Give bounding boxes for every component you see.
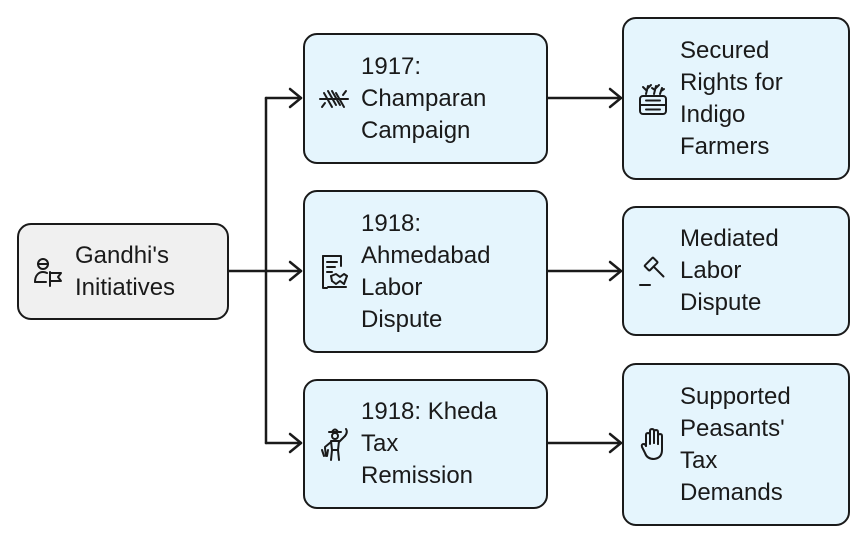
contract-handshake-icon: [319, 254, 349, 290]
arrowhead-event-1: [288, 87, 303, 109]
outcome-node-mediated-dispute[interactable]: Mediated Labor Dispute: [622, 206, 850, 336]
person-flag-icon: [33, 254, 63, 290]
farmer-icon: [319, 426, 349, 462]
event-node-label: 1917: Champaran Campaign: [361, 52, 487, 144]
arrowhead-outcome-1: [608, 87, 623, 109]
raised-hand-icon: [638, 427, 668, 463]
arrowhead-event-2: [288, 260, 303, 282]
event-node-kheda[interactable]: 1918: Kheda Tax Remission: [303, 379, 548, 509]
outcome-node-label: Supported Peasants' Tax Demands: [680, 382, 791, 506]
root-node-gandhis-initiatives[interactable]: Gandhi's Initiatives: [17, 223, 229, 320]
indigo-plant-crate-icon: [638, 81, 668, 117]
arrowhead-outcome-3: [608, 432, 623, 454]
event-node-ahmedabad[interactable]: 1918: Ahmedabad Labor Dispute: [303, 190, 548, 353]
arrowhead-event-3: [288, 432, 303, 454]
arrowhead-outcome-2: [608, 260, 623, 282]
event-node-label: 1918: Kheda Tax Remission: [361, 398, 498, 489]
event-node-label: 1918: Ahmedabad Labor Dispute: [361, 209, 491, 333]
outcome-node-label: Mediated Labor Dispute: [680, 225, 779, 316]
outcome-node-tax-demands[interactable]: Supported Peasants' Tax Demands: [622, 363, 850, 526]
barbed-wire-icon: [319, 81, 349, 117]
root-node-label: Gandhi's Initiatives: [75, 241, 176, 301]
outcome-node-indigo-farmers[interactable]: Secured Rights for Indigo Farmers: [622, 17, 850, 180]
gavel-icon: [638, 253, 668, 289]
outcome-node-label: Secured Rights for Indigo Farmers: [680, 36, 783, 160]
event-node-champaran[interactable]: 1917: Champaran Campaign: [303, 33, 548, 164]
